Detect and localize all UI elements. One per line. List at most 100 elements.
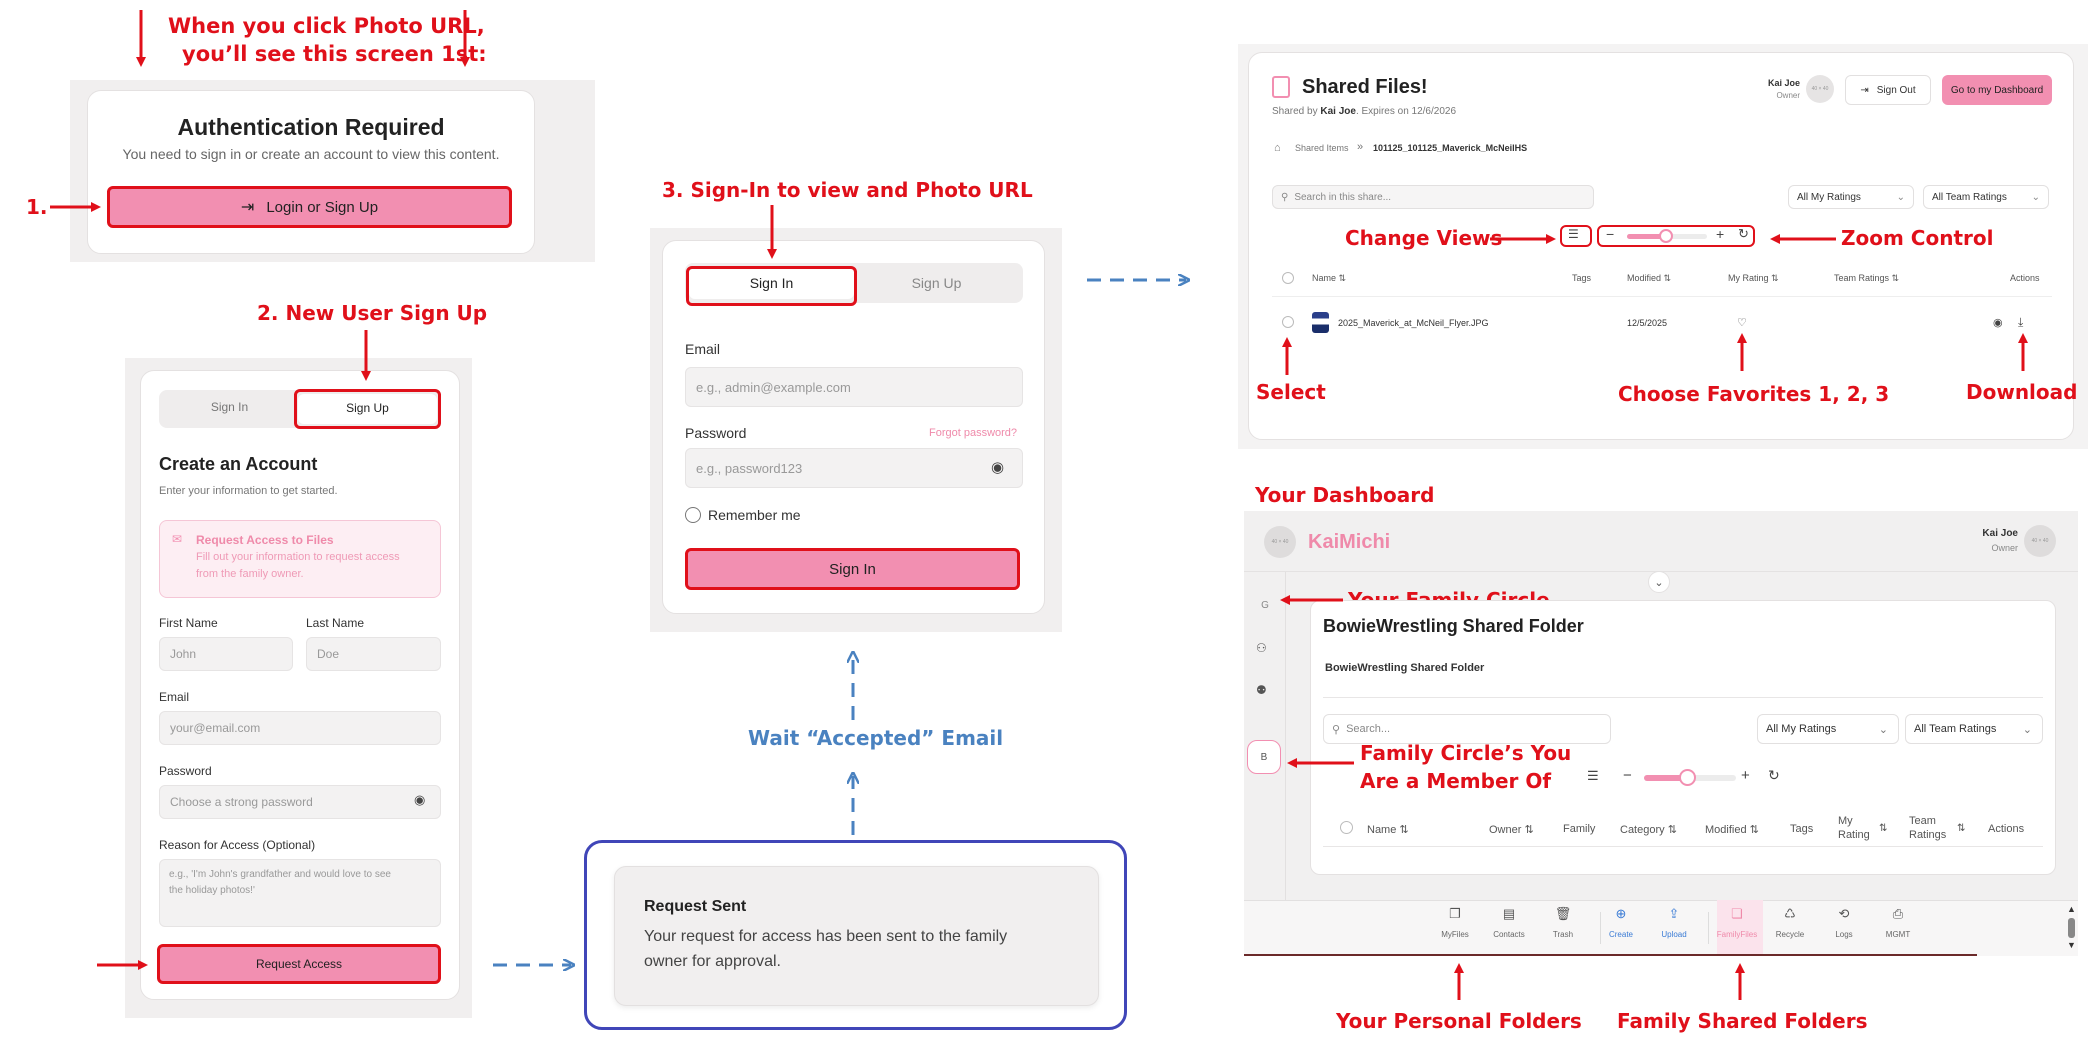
dashboard-column-modified[interactable]: Modified ⇅ bbox=[1705, 824, 1759, 836]
tab-signup-active[interactable] bbox=[298, 394, 437, 424]
request-access-button[interactable]: Request Access bbox=[157, 944, 441, 984]
dashboard-column-my-rating[interactable]: My Rating bbox=[1838, 815, 1870, 841]
nav-item-mgmt[interactable]: ⎙MGMT bbox=[1876, 906, 1920, 939]
heart-icon[interactable]: ♡ bbox=[1737, 317, 1747, 329]
rail-item-b[interactable]: B bbox=[1247, 740, 1281, 774]
select-all-checkbox[interactable] bbox=[1282, 272, 1294, 284]
sign-out-button[interactable]: ⇥Sign Out bbox=[1845, 75, 1931, 105]
avatar[interactable]: 40 × 40 bbox=[1806, 75, 1834, 103]
scroll-down-icon[interactable]: ▼ bbox=[2067, 940, 2076, 950]
dashboard-zoom-in-icon[interactable]: + bbox=[1741, 767, 1750, 784]
brand-name[interactable]: KaiMichi bbox=[1308, 531, 1391, 553]
family-rail bbox=[1244, 572, 1286, 900]
show-password-icon[interactable]: ◉ bbox=[991, 459, 1005, 476]
dashboard-column-category[interactable]: Category ⇅ bbox=[1620, 824, 1677, 836]
users-icon[interactable]: ⚇ bbox=[1256, 641, 1267, 655]
signup-email-field[interactable]: your@email.com bbox=[159, 711, 441, 745]
last-name-field[interactable]: Doe bbox=[306, 637, 441, 671]
zoom-in-icon[interactable]: + bbox=[1716, 226, 1725, 242]
nav-item-create[interactable]: ⊕Create bbox=[1599, 906, 1643, 939]
signin-tab-signup[interactable]: Sign Up bbox=[911, 275, 962, 291]
my-ratings-select[interactable]: All My Ratings⌄ bbox=[1788, 185, 1914, 209]
nav-item-recycle[interactable]: ♺Recycle bbox=[1768, 906, 1812, 939]
nav-item-logs[interactable]: ⟲Logs bbox=[1822, 906, 1866, 939]
column-tags[interactable]: Tags bbox=[1572, 273, 1592, 283]
intro-annotation-line2: you’ll see this screen 1st: bbox=[182, 42, 487, 66]
dashboard-zoom-handle[interactable] bbox=[1679, 769, 1696, 786]
file-thumbnail[interactable] bbox=[1312, 312, 1329, 333]
dashboard-my-rating-sort-icon[interactable]: ⇅ bbox=[1879, 823, 1888, 834]
nav-item-trash[interactable]: 🗑Trash bbox=[1541, 906, 1585, 939]
first-name-field[interactable]: John bbox=[159, 637, 293, 671]
dashboard-team-ratings-select[interactable]: All Team Ratings⌄ bbox=[1905, 714, 2043, 744]
column-team-ratings[interactable]: Team Ratings ⇅ bbox=[1834, 273, 1900, 283]
dashboard-column-owner[interactable]: Owner ⇅ bbox=[1489, 824, 1534, 836]
zoom-out-icon[interactable]: − bbox=[1606, 226, 1615, 242]
user-role: Owner bbox=[1776, 91, 1800, 100]
column-my-rating[interactable]: My Rating ⇅ bbox=[1728, 273, 1779, 283]
collapse-header-button[interactable]: ⌄ bbox=[1648, 571, 1670, 593]
dashboard-list-view-icon[interactable]: ☰ bbox=[1587, 768, 1599, 783]
dashboard-avatar[interactable]: 40 × 40 bbox=[2024, 525, 2056, 557]
zoom-slider-handle[interactable] bbox=[1659, 229, 1673, 243]
nav-item-familyfiles[interactable]: ❏FamilyFiles bbox=[1715, 906, 1759, 939]
column-name[interactable]: Name ⇅ bbox=[1312, 273, 1347, 283]
request-sent-line1: Your request for access has been sent to… bbox=[644, 928, 1008, 945]
dashboard-column-team-ratings[interactable]: Team Ratings bbox=[1909, 815, 1947, 841]
dashboard-zoom-out-icon[interactable]: − bbox=[1623, 767, 1632, 784]
nav-myfiles-icon: ❐ bbox=[1449, 906, 1461, 921]
download-icon[interactable]: ⤓ bbox=[2018, 315, 2024, 329]
signin-password-field[interactable]: e.g., password123 bbox=[685, 448, 1023, 488]
shared-search-input[interactable]: ⚲Search in this share... bbox=[1272, 185, 1594, 209]
folder-divider bbox=[1323, 697, 2043, 698]
remember-me-checkbox[interactable] bbox=[685, 507, 701, 523]
reason-textarea[interactable] bbox=[159, 859, 441, 927]
reset-zoom-icon[interactable]: ↻ bbox=[1738, 226, 1749, 241]
signin-email-field[interactable]: e.g., admin@example.com bbox=[685, 367, 1023, 407]
request-sent-frame bbox=[584, 840, 1127, 1030]
column-my-rating-label: My Rating bbox=[1728, 273, 1769, 283]
login-icon: ⇥ bbox=[240, 199, 255, 216]
dashboard-column-tags[interactable]: Tags bbox=[1790, 823, 1814, 835]
team-ratings-select[interactable]: All Team Ratings⌄ bbox=[1923, 185, 2049, 209]
file-name[interactable]: 2025_Maverick_at_McNeil_Flyer.JPG bbox=[1338, 318, 1489, 328]
breadcrumb-current[interactable]: 101125_101125_Maverick_McNeilHS bbox=[1373, 143, 1528, 153]
row-select-checkbox[interactable] bbox=[1282, 316, 1294, 328]
auth-title: Authentication Required bbox=[177, 114, 445, 140]
dashboard-team-ratings-sort-icon[interactable]: ⇅ bbox=[1957, 823, 1966, 834]
scrollbar-thumb[interactable] bbox=[2068, 918, 2075, 938]
column-modified[interactable]: Modified ⇅ bbox=[1627, 273, 1672, 283]
nav-item-upload[interactable]: ⇪Upload bbox=[1652, 906, 1696, 939]
signup-password-field[interactable]: Choose a strong password bbox=[159, 785, 441, 819]
signin-button[interactable]: Sign In bbox=[685, 548, 1020, 590]
dashboard-column-name[interactable]: Name ⇅ bbox=[1367, 824, 1409, 836]
tab-signin[interactable]: Sign In bbox=[210, 400, 249, 414]
breadcrumb-root[interactable]: Shared Items bbox=[1295, 143, 1349, 153]
show-password-icon[interactable]: ◉ bbox=[414, 792, 426, 807]
scroll-up-icon[interactable]: ▲ bbox=[2067, 904, 2076, 914]
dashboard-search-input[interactable]: ⚲Search... bbox=[1323, 714, 1611, 744]
go-to-dashboard-button[interactable]: Go to my Dashboard bbox=[1942, 75, 2052, 105]
change-views-annotation: Change Views bbox=[1345, 226, 1503, 250]
file-modified: 12/5/2025 bbox=[1627, 318, 1668, 328]
view-icon[interactable]: ◉ bbox=[1993, 317, 2003, 329]
dashboard-select-all-checkbox[interactable] bbox=[1340, 821, 1353, 834]
dashboard-column-category-label: Category bbox=[1620, 824, 1665, 836]
dashboard-search-placeholder: Search... bbox=[1346, 723, 1391, 735]
nav-item-myfiles[interactable]: ❐MyFiles bbox=[1433, 906, 1477, 939]
rail-item-g[interactable]: G bbox=[1261, 600, 1269, 611]
tab-signin-active[interactable] bbox=[689, 267, 854, 299]
nav-item-contacts[interactable]: ▤Contacts bbox=[1487, 906, 1531, 939]
nav-contacts-label: Contacts bbox=[1493, 930, 1525, 939]
list-view-button[interactable] bbox=[1560, 225, 1592, 247]
login-or-signup-button[interactable]: ⇥ Login or Sign Up bbox=[107, 186, 512, 228]
dashboard-reset-zoom-icon[interactable]: ↻ bbox=[1768, 767, 1780, 783]
home-icon[interactable]: ⌂ bbox=[1274, 142, 1281, 154]
forgot-password-link[interactable]: Forgot password? bbox=[929, 427, 1018, 439]
add-user-icon[interactable]: ⚉ bbox=[1256, 683, 1267, 697]
notice-line2: from the family owner. bbox=[196, 568, 304, 580]
wait-accepted-annotation: Wait “Accepted” Email bbox=[748, 726, 1004, 750]
dashboard-column-name-label: Name bbox=[1367, 824, 1397, 836]
dashboard-column-family[interactable]: Family bbox=[1563, 823, 1596, 835]
dashboard-my-ratings-select[interactable]: All My Ratings⌄ bbox=[1757, 714, 1899, 744]
